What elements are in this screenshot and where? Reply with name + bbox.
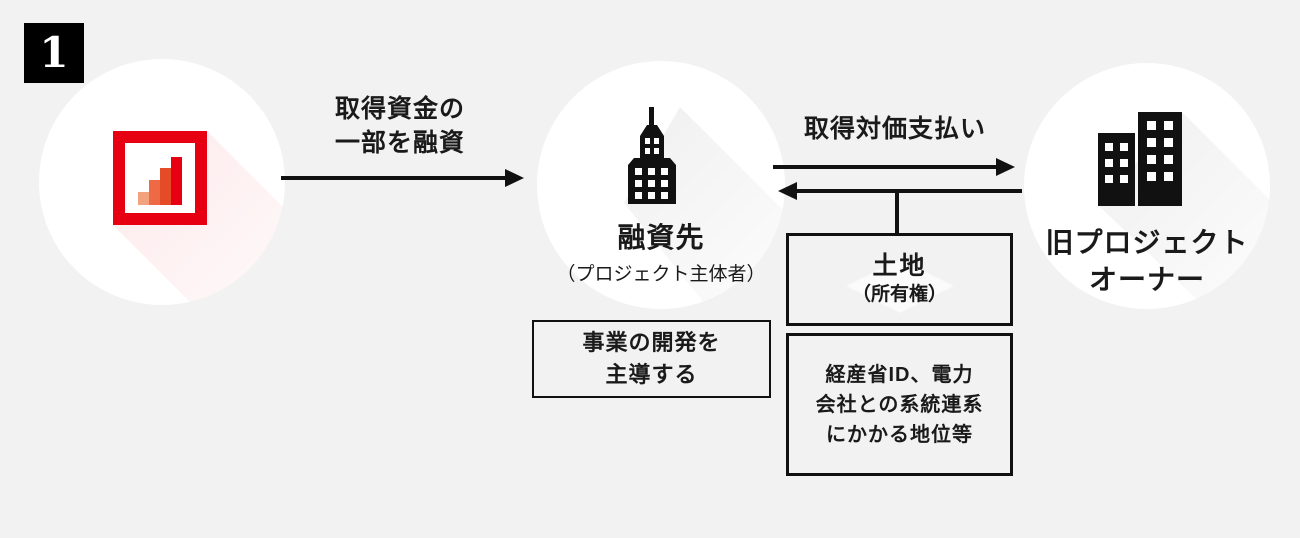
old-owner-title-line2: オーナー: [1088, 264, 1205, 295]
land-box: 土地 （所有権）: [786, 233, 1013, 326]
lender-node: [39, 59, 285, 305]
borrower-note-box: 事業の開発を 主導する: [532, 320, 771, 398]
rights-box-line3: にかかる地位等: [826, 423, 973, 446]
twin-buildings-icon: [1098, 112, 1182, 206]
loan-label-line2: 一部を融資: [334, 129, 465, 157]
rights-box-line1: 経産省ID、電力: [825, 363, 974, 386]
borrower-subtitle: （プロジェクト主体者）: [531, 262, 791, 288]
payment-label-text: 取得対価支払い: [803, 115, 986, 143]
borrower-note-line2: 主導する: [605, 362, 698, 387]
land-box-subtitle: （所有権）: [851, 284, 947, 305]
skyscraper-building-icon: [628, 107, 676, 204]
logo-bars: [125, 157, 195, 205]
borrower-subtitle-text: （プロジェクト主体者）: [556, 264, 766, 285]
transfer-arrow-left: [778, 182, 1022, 200]
old-owner-title-line1: 旧プロジェクト: [1045, 227, 1249, 258]
borrower-node: [537, 61, 785, 309]
land-box-title: 土地: [872, 252, 927, 280]
old-owner-title: 旧プロジェクト オーナー: [1017, 224, 1277, 298]
rights-box-line2: 会社との系統連系: [815, 393, 984, 416]
borrower-title: 融資先: [561, 222, 761, 254]
step-number: 1: [39, 28, 69, 77]
loan-label-line1: 取得資金の: [334, 95, 465, 123]
borrower-title-text: 融資先: [617, 222, 705, 253]
payment-arrow-label: 取得対価支払い: [795, 114, 995, 144]
bar-chart-logo-icon: [113, 131, 207, 225]
loan-arrow-label: 取得資金の 一部を融資: [300, 92, 500, 160]
step-number-badge: 1: [24, 23, 84, 83]
old-owner-node: [1024, 63, 1270, 309]
payment-arrow-right: [773, 158, 1015, 176]
loan-arrow: [281, 169, 524, 187]
borrower-note-line1: 事業の開発を: [582, 330, 721, 355]
long-shadow: [624, 107, 785, 309]
rights-box: 経産省ID、電力 会社との系統連系 にかかる地位等: [786, 333, 1013, 476]
